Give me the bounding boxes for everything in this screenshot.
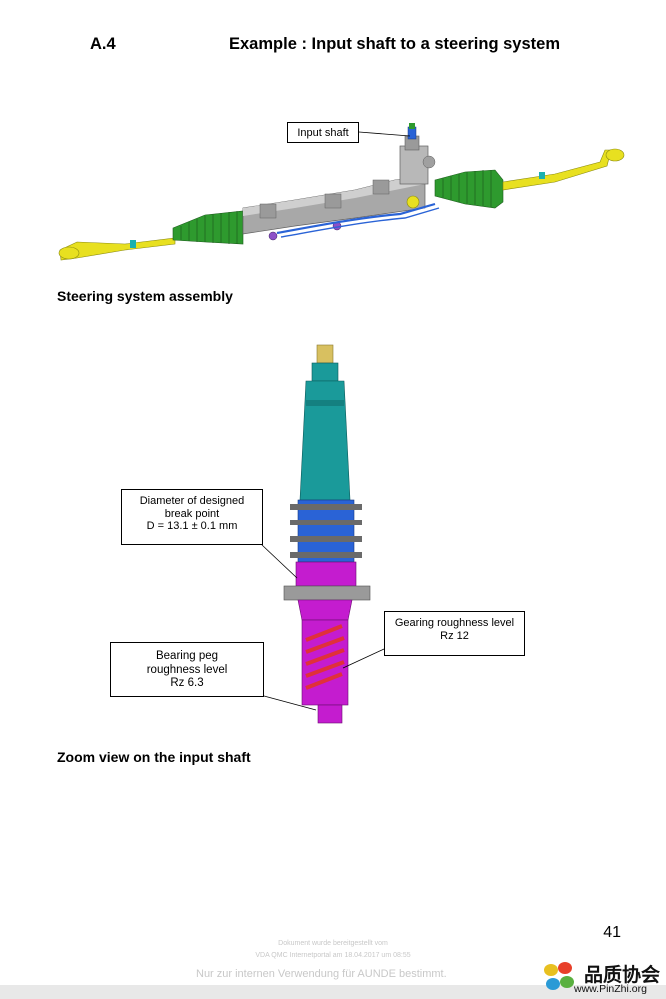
input-shaft-callout: Input shaft (287, 122, 359, 143)
break-point-line-1: Diameter of designed (139, 495, 245, 507)
pinzhi-logo-text: 品质协会 (584, 964, 661, 986)
pinzhi-logo-icon (544, 962, 574, 990)
input-shaft-leader (358, 131, 411, 137)
gearing-line-1: Gearing roughness level (394, 617, 515, 629)
input-shaft-figure (283, 344, 371, 724)
pinzhi-logo-url: www.PinZhi.org (574, 983, 647, 995)
page-title: Example : Input shaft to a steering syst… (229, 35, 560, 53)
footer-bar (0, 985, 666, 999)
break-point-line-3: D = 13.1 ± 0.1 mm (146, 520, 238, 532)
gearing-roughness-callout: Gearing roughness level Rz 12 (384, 611, 525, 656)
provision-stamp-line-1: Dokument wurde bereitgestellt vom (278, 940, 388, 947)
bearing-line-2: roughness level (146, 663, 228, 676)
bearing-line-3: Rz 6.3 (170, 677, 204, 689)
page-number: 41 (603, 924, 621, 941)
bearing-line-1: Bearing peg (155, 650, 219, 662)
steering-assembly-figure (58, 123, 625, 261)
provision-stamp-line-2: VDA QMC Internetportal am 18.04.2017 um … (255, 952, 411, 959)
usage-note: Nur zur internen Verwendung für AUNDE be… (196, 968, 447, 980)
figure-caption-assembly: Steering system assembly (57, 288, 233, 304)
bearing-peg-callout: Bearing peg roughness level Rz 6.3 (110, 642, 264, 697)
break-point-callout: Diameter of designed break point D = 13.… (121, 489, 263, 545)
gearing-line-2: Rz 12 (440, 629, 469, 642)
section-number: A.4 (90, 35, 116, 53)
input-shaft-label: Input shaft (297, 127, 349, 139)
figure-caption-zoom: Zoom view on the input shaft (57, 749, 251, 765)
break-point-line-2: break point (164, 507, 220, 520)
